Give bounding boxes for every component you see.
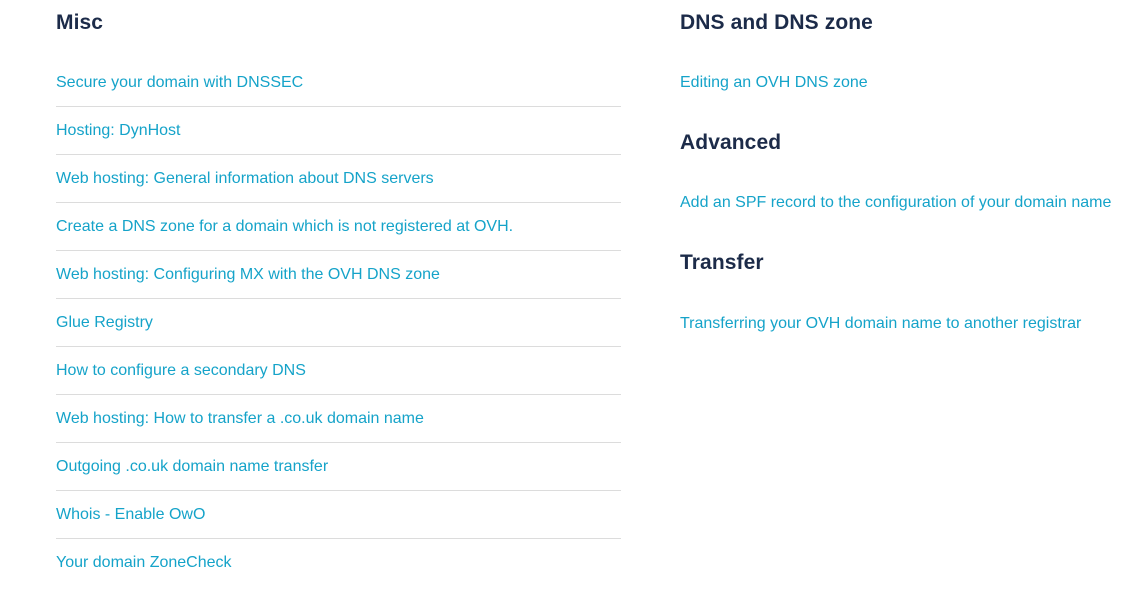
section-transfer: Transfer Transferring your OVH domain na…: [680, 250, 1128, 346]
guide-link-spf-record[interactable]: Add an SPF record to the configuration o…: [680, 194, 1112, 212]
guide-link-configuring-mx[interactable]: Web hosting: Configuring MX with the OVH…: [56, 266, 440, 284]
guide-list-dns-zone: Editing an OVH DNS zone: [680, 59, 1128, 106]
guide-link-dnssec[interactable]: Secure your domain with DNSSEC: [56, 74, 304, 92]
section-title-misc: Misc: [56, 11, 104, 34]
guide-link-whois-owo[interactable]: Whois - Enable OwO: [56, 506, 206, 524]
right-column: DNS and DNS zone Editing an OVH DNS zone…: [680, 10, 1128, 594]
guide-list-item: Glue Registry: [56, 299, 621, 348]
guide-list-item: Web hosting: General information about D…: [56, 155, 621, 204]
section-dns-zone: DNS and DNS zone Editing an OVH DNS zone: [680, 10, 1128, 106]
guide-link-outgoing-couk[interactable]: Outgoing .co.uk domain name transfer: [56, 458, 329, 476]
guide-list-item: Transferring your OVH domain name to ano…: [680, 300, 1128, 347]
guide-list-item: Hosting: DynHost: [56, 107, 621, 156]
guide-list-item: How to configure a secondary DNS: [56, 347, 621, 396]
guide-list-item: Whois - Enable OwO: [56, 491, 621, 540]
guide-link-dns-servers-info[interactable]: Web hosting: General information about D…: [56, 170, 434, 188]
guide-link-zonecheck[interactable]: Your domain ZoneCheck: [56, 554, 232, 572]
guide-list-misc: Secure your domain with DNSSEC Hosting: …: [56, 59, 621, 586]
guide-link-create-dns-zone[interactable]: Create a DNS zone for a domain which is …: [56, 218, 514, 236]
guide-list-item: Outgoing .co.uk domain name transfer: [56, 443, 621, 492]
guide-link-transfer-couk[interactable]: Web hosting: How to transfer a .co.uk do…: [56, 410, 424, 428]
section-title-transfer: Transfer: [680, 251, 764, 275]
guide-list-item: Secure your domain with DNSSEC: [56, 59, 621, 108]
section-misc: Misc Secure your domain with DNSSEC Host…: [56, 10, 621, 586]
guide-link-secondary-dns[interactable]: How to configure a secondary DNS: [56, 362, 306, 380]
section-title-advanced: Advanced: [680, 131, 782, 155]
guide-link-editing-dns-zone[interactable]: Editing an OVH DNS zone: [680, 74, 868, 92]
guide-list-item: Editing an OVH DNS zone: [680, 59, 1128, 106]
section-title-dns-zone: DNS and DNS zone: [680, 11, 873, 34]
guide-list-advanced: Add an SPF record to the configuration o…: [680, 179, 1128, 226]
section-advanced: Advanced Add an SPF record to the config…: [680, 130, 1128, 226]
guide-list-item: Add an SPF record to the configuration o…: [680, 179, 1128, 226]
left-column: Misc Secure your domain with DNSSEC Host…: [56, 10, 621, 594]
guide-link-transferring-registrar[interactable]: Transferring your OVH domain name to ano…: [680, 314, 1082, 332]
guide-list-transfer: Transferring your OVH domain name to ano…: [680, 300, 1128, 347]
guide-link-dynhost[interactable]: Hosting: DynHost: [56, 122, 181, 140]
guide-list-item: Web hosting: How to transfer a .co.uk do…: [56, 395, 621, 444]
guide-link-glue-registry[interactable]: Glue Registry: [56, 314, 153, 332]
guide-list-item: Create a DNS zone for a domain which is …: [56, 203, 621, 252]
guide-list-item: Web hosting: Configuring MX with the OVH…: [56, 251, 621, 300]
guide-list-item: Your domain ZoneCheck: [56, 539, 621, 586]
